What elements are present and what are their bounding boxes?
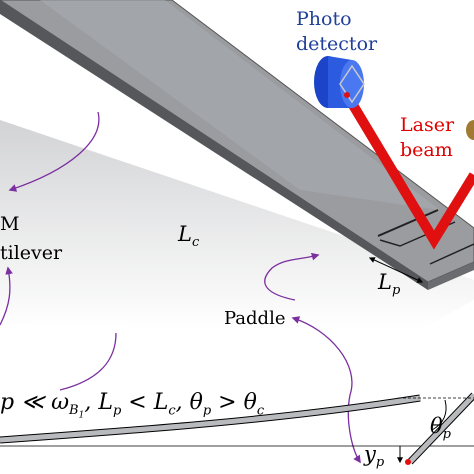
- lp-label-main: L: [378, 270, 392, 294]
- condition-sub5: c: [256, 403, 265, 419]
- paddle-segment-fill: [408, 393, 474, 464]
- condition-sub1-b: B: [69, 403, 79, 419]
- paddle-arrow-top: [264, 252, 320, 301]
- afm-arrow-top: [8, 111, 100, 192]
- condition-part2: , L: [84, 390, 113, 415]
- cantilever-shadow: [0, 120, 474, 330]
- paddle-cut-slot-2: [429, 243, 474, 265]
- condition-sub2: p: [112, 403, 122, 419]
- afm-arrow-bottom: [0, 266, 13, 326]
- deflected-beam-fill: [0, 395, 421, 443]
- afm-arrow-side: [59, 332, 117, 391]
- afm-label-line1: M: [0, 213, 20, 235]
- yp-label: yp: [364, 442, 385, 471]
- laser-beam: [342, 92, 474, 250]
- condition-part5: > θ: [211, 390, 257, 415]
- lp-label-sub: p: [391, 283, 401, 299]
- theta-main: θ: [430, 414, 443, 438]
- laser-label-line1: Laser: [400, 114, 455, 136]
- paddle-tip: [405, 459, 411, 465]
- lc-label-sub: c: [191, 235, 200, 251]
- condition-sub1-1: 1: [78, 410, 85, 421]
- condition-part1: p ≪ ω: [0, 390, 70, 415]
- paddle-label: Paddle: [224, 308, 286, 329]
- paddle-cut-outline: [377, 209, 439, 237]
- laser-label-line2: beam: [400, 139, 453, 161]
- theta-arc: [431, 399, 447, 431]
- photodetector-label-line2: detector: [296, 33, 378, 55]
- lp-label: Lp: [378, 270, 401, 299]
- afm-label-line2: tilever: [0, 242, 63, 264]
- paddle-arrow-bottom: [291, 316, 361, 464]
- cantilever-side-face: [0, 0, 428, 290]
- condition-sub3: c: [168, 403, 176, 419]
- laser-source: [466, 120, 474, 140]
- cantilever-end-face: [428, 262, 474, 290]
- condition-formula: p ≪ ωB1, Lp < Lc, θp > θc: [0, 392, 264, 421]
- y-main: y: [364, 442, 376, 466]
- theta-sub: p: [442, 427, 451, 443]
- lc-label-main: L: [178, 222, 192, 246]
- condition-part4: , θ: [175, 390, 203, 415]
- cantilever-top-highlight: [40, 0, 440, 210]
- y-sub: p: [375, 455, 385, 471]
- condition-sub1: B1: [69, 403, 85, 421]
- photodetector-icon: [314, 56, 365, 108]
- condition-sub4: p: [202, 403, 212, 419]
- lc-label: Lc: [178, 222, 200, 251]
- condition-part3: < L: [121, 390, 169, 415]
- photodetector-label-line1: Photo: [296, 8, 352, 30]
- theta-p-label: θp: [430, 414, 451, 443]
- lp-dimension-arrow: [368, 257, 424, 283]
